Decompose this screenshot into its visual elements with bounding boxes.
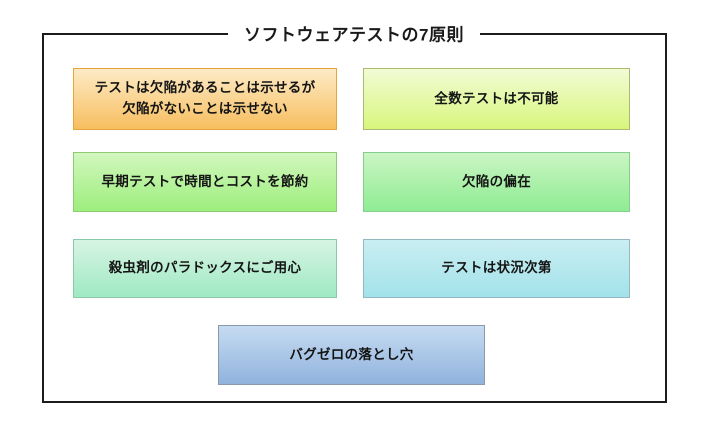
principle-box-context-dependent: テストは状況次第 bbox=[363, 239, 630, 298]
principle-label: 全数テストは不可能 bbox=[434, 90, 559, 106]
principle-box-early-testing: 早期テストで時間とコストを節約 bbox=[73, 152, 337, 212]
principle-box-defects-presence: テストは欠陥があることは示せるが 欠陥がないことは示せない bbox=[73, 68, 337, 130]
principle-box-zero-bugs-fallacy: バグゼロの落とし穴 bbox=[218, 325, 485, 385]
principle-label: テストは欠陥があることは示せるが 欠陥がないことは示せない bbox=[94, 80, 316, 116]
principle-label: 欠陥の偏在 bbox=[462, 173, 531, 189]
diagram-title: ソフトウェアテストの7原則 bbox=[228, 18, 480, 48]
principle-box-exhaustive-testing: 全数テストは不可能 bbox=[363, 68, 630, 130]
principle-label: 早期テストで時間とコストを節約 bbox=[101, 173, 309, 189]
principle-label: テストは状況次第 bbox=[441, 260, 552, 276]
principle-label: バグゼロの落とし穴 bbox=[289, 346, 414, 362]
principle-box-pesticide-paradox: 殺虫剤のパラドックスにご用心 bbox=[73, 239, 337, 298]
principle-box-defect-clustering: 欠陥の偏在 bbox=[363, 152, 630, 212]
principle-label: 殺虫剤のパラドックスにご用心 bbox=[108, 260, 302, 276]
